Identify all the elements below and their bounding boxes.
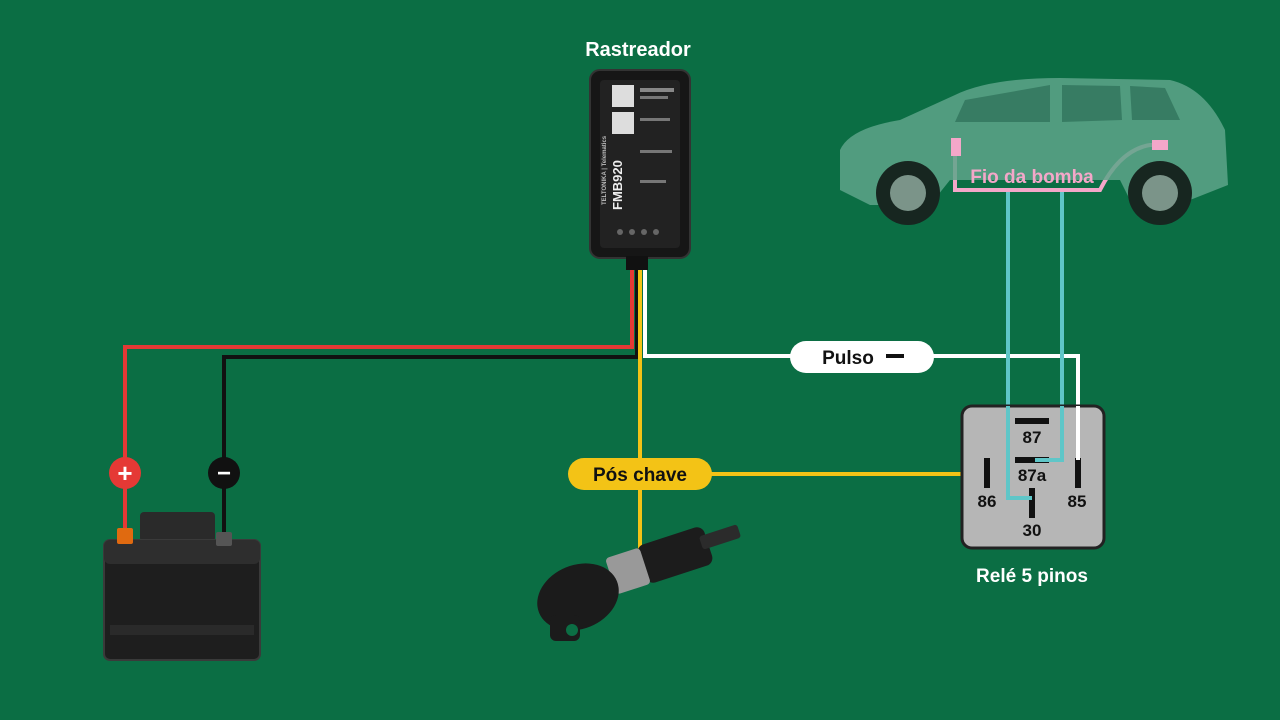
tracker-label: Rastreador: [585, 39, 691, 61]
car: [840, 78, 1228, 225]
relay: 87 87a 86 85 30: [960, 404, 1106, 550]
relay-pin-30-contact: [1029, 488, 1035, 518]
pump-wire-label: Fio da bomba: [970, 167, 1094, 188]
relay-label: Relé 5 pinos: [976, 566, 1088, 587]
negative-badge: −: [208, 457, 240, 489]
pump-tag-left: [951, 138, 961, 156]
ignition-key: [537, 524, 741, 641]
negative-symbol: −: [217, 460, 231, 487]
positive-wire: [123, 268, 634, 535]
pump-wire-a-relay: [1006, 406, 1032, 500]
battery-positive-terminal: [117, 528, 133, 544]
pulse-minus-mark: [886, 354, 904, 358]
battery: [103, 512, 261, 661]
relay-pin-30: 30: [1023, 521, 1042, 540]
pulse-label: Pulso: [822, 348, 874, 369]
pump-tag-right: [1152, 140, 1168, 150]
tracker-device: FMB920 TELTONIKA | Telematics: [589, 69, 691, 270]
relay-pin-87: 87: [1023, 428, 1042, 447]
pulse-tag: Pulso: [790, 341, 934, 373]
tracker-brand: TELTONIKA | Telematics: [602, 135, 608, 205]
pump-wire-b-relay: [1035, 406, 1064, 462]
relay-pin-87a-contact: [1015, 457, 1049, 463]
relay-pin-85: 85: [1068, 492, 1087, 511]
ground-wire: [222, 268, 639, 540]
battery-negative-terminal: [216, 532, 232, 546]
positive-badge: +: [109, 457, 141, 489]
relay-pin-87-contact: [1015, 418, 1049, 424]
relay-pin-86: 86: [978, 492, 997, 511]
positive-symbol: +: [117, 458, 132, 488]
relay-pin-87a: 87a: [1018, 466, 1047, 485]
tracker-model: FMB920: [610, 160, 625, 210]
ignition-label: Pós chave: [593, 465, 687, 486]
relay-pin-85-contact: [1075, 458, 1081, 488]
relay-pin-86-contact: [984, 458, 990, 488]
ignition-tag: Pós chave: [568, 458, 712, 490]
